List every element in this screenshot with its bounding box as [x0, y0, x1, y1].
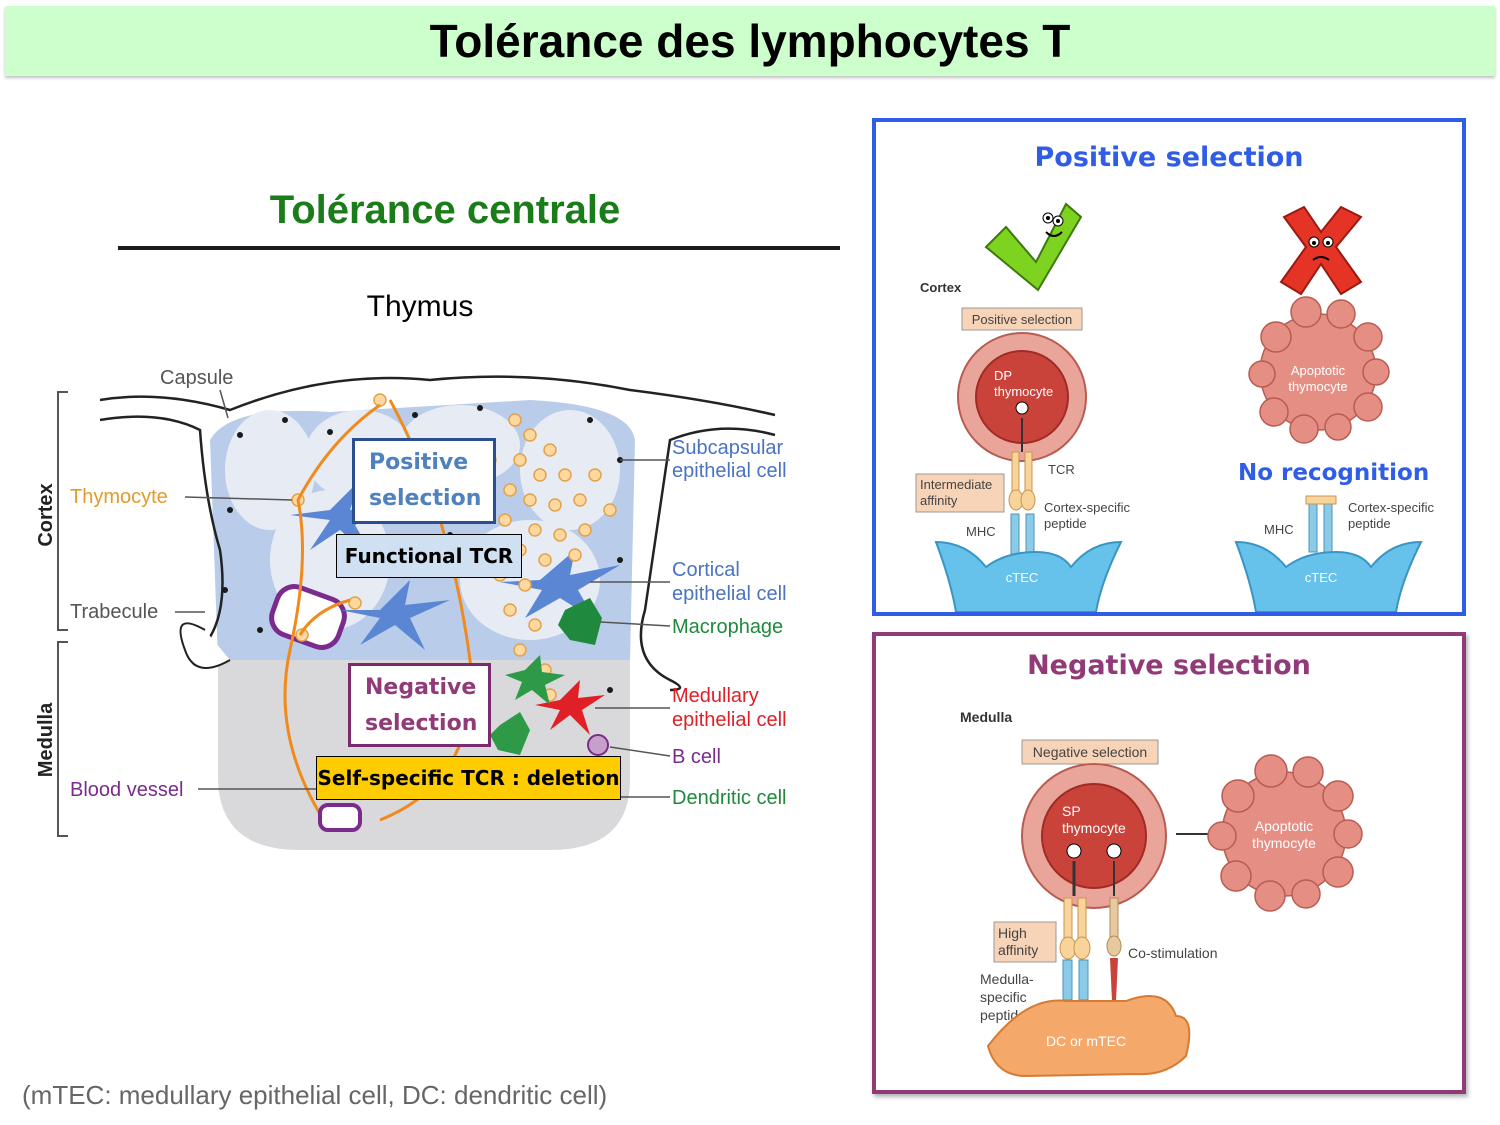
ctec-label: cTEC — [1006, 570, 1039, 585]
medulla-region — [218, 660, 630, 850]
apoptotic-label-1: Apoptotic — [1291, 363, 1346, 378]
tcr-label: TCR — [1048, 462, 1075, 477]
apoptotic-label-b-1: Apoptotic — [1255, 818, 1313, 834]
positive-tag-box — [961, 307, 1083, 331]
no-recognition-label: No recognition — [1236, 460, 1432, 486]
dp-label-1: DP — [994, 368, 1012, 383]
medulla-text: Medulla — [960, 709, 1012, 725]
medullary-epithelial-cells — [535, 680, 605, 735]
page-title: Tolérance des lymphocytes T — [429, 15, 1071, 67]
ctec-cell-2 — [1234, 540, 1423, 612]
cortical-epithelial-cells — [290, 480, 620, 650]
ctec-cell — [934, 540, 1123, 612]
high-affinity-box — [993, 921, 1057, 963]
negative-callout-line-2: selection — [365, 711, 478, 736]
self-specific-tag: Self-specific TCR : deletion — [316, 756, 621, 800]
thymus-label: Thymus — [366, 290, 474, 323]
dendritic-cells — [490, 655, 565, 755]
cortex-label: Cortex — [35, 483, 57, 546]
positive-tag-text: Positive selection — [972, 312, 1072, 327]
subcapsular-label-2: epithelial cell — [672, 460, 787, 482]
costim-label: Co-stimulation — [1128, 945, 1217, 961]
cortical-label-2: epithelial cell — [672, 583, 787, 605]
dendritic-cell-label: Dendritic cell — [672, 787, 786, 809]
blood-vessel-bottom — [318, 803, 362, 832]
medulla-peptide-1: Medulla- — [980, 971, 1034, 987]
apoptotic-label-2: thymocyte — [1288, 379, 1347, 394]
mhc-label: MHC — [966, 524, 996, 539]
section-title: Tolérance centrale — [269, 188, 621, 232]
b-cell-shape — [587, 734, 609, 756]
functional-tcr-tag: Functional TCR — [336, 534, 522, 578]
check-mark-icon — [984, 202, 1083, 292]
title-bar: Tolérance des lymphocytes T — [5, 6, 1495, 76]
sp-label-2: thymocyte — [1062, 820, 1126, 836]
positive-selection-callout: Positive selection — [352, 438, 496, 524]
medulla-label: Medulla — [35, 702, 57, 777]
region-brackets — [57, 391, 68, 837]
high-label-2: affinity — [998, 942, 1038, 958]
blood-vessel-label: Blood vessel — [70, 779, 183, 801]
mhc-label-2: MHC — [1264, 522, 1294, 537]
mhc-molecule — [1010, 513, 1035, 555]
cortex-peptide-b-2: peptide — [1348, 516, 1391, 531]
positive-callout-line-1: Positive — [369, 450, 469, 475]
medulla-peptide-2: specific — [980, 989, 1027, 1005]
thymocyte-label: Thymocyte — [70, 486, 168, 508]
leader-lines — [175, 389, 671, 798]
costimulation-molecule — [1106, 897, 1122, 1001]
dc-mtec-cell — [986, 995, 1191, 1078]
dc-label: DC or mTEC — [1046, 1033, 1126, 1049]
negative-tag-text: Negative selection — [1033, 744, 1147, 760]
positive-selection-illustration: Cortex Positive selection DP thymocyte T… — [915, 202, 1434, 612]
mhc-molecule-3 — [1062, 959, 1089, 1001]
cortex-peptide-2-marker — [1305, 495, 1337, 505]
tcr-receptor — [1008, 451, 1036, 511]
high-label-1: High — [998, 925, 1027, 941]
cortex-peptide-b-1: Cortex-specific — [1348, 500, 1434, 515]
apoptotic-thymocyte-cell-2 — [1207, 754, 1363, 912]
negative-panel-title: Negative selection — [1027, 650, 1311, 681]
trabecule — [179, 622, 231, 669]
thymocyte-cluster — [291, 393, 617, 702]
negative-selection-illustration: Medulla Negative selection SP thymocyte … — [960, 709, 1363, 1078]
macrophage-label: Macrophage — [672, 616, 783, 638]
tcr-receptor-2 — [1059, 897, 1091, 960]
cortex-peptide-label-2: peptide — [1044, 516, 1087, 531]
intermediate-label-2: affinity — [920, 493, 958, 508]
apoptotic-thymocyte-cell — [1248, 296, 1390, 444]
capsule-label: Capsule — [160, 367, 233, 389]
medullary-label-2: epithelial cell — [672, 709, 787, 731]
ctec-label-2: cTEC — [1305, 570, 1338, 585]
section-divider — [118, 246, 840, 250]
apoptotic-label-b-2: thymocyte — [1252, 835, 1316, 851]
subcapsular-label-1: Subcapsular — [672, 437, 784, 459]
footnote: (mTEC: medullary epithelial cell, DC: de… — [22, 1080, 608, 1110]
capsule-outline — [99, 375, 776, 417]
cortex-text: Cortex — [920, 280, 962, 295]
negative-selection-panel: Negative selection Medulla Negative sele… — [872, 632, 1466, 1094]
cross-mark-icon — [1279, 205, 1363, 296]
b-cell-label: B cell — [672, 746, 721, 768]
mhc-molecule-2 — [1308, 501, 1333, 553]
cortex-peptide-label-1: Cortex-specific — [1044, 500, 1130, 515]
positive-panel-title: Positive selection — [1034, 142, 1304, 173]
trabecule-label: Trabecule — [70, 601, 158, 623]
medullary-label-1: Medullary — [672, 685, 759, 707]
positive-callout-line-2: selection — [369, 486, 482, 511]
dp-label-2: thymocyte — [994, 384, 1053, 399]
cortical-label-1: Cortical — [672, 559, 740, 581]
negative-selection-callout: Negative selection — [348, 663, 491, 747]
intermediate-label-1: Intermediate — [920, 477, 992, 492]
negative-callout-line-1: Negative — [365, 675, 477, 700]
positive-selection-panel: Positive selection Cortex Positive selec… — [872, 118, 1466, 616]
negative-tag-box — [1021, 739, 1159, 765]
sp-label-1: SP — [1062, 803, 1081, 819]
macrophage-cell — [558, 598, 602, 645]
intermediate-affinity-box — [915, 473, 1005, 513]
